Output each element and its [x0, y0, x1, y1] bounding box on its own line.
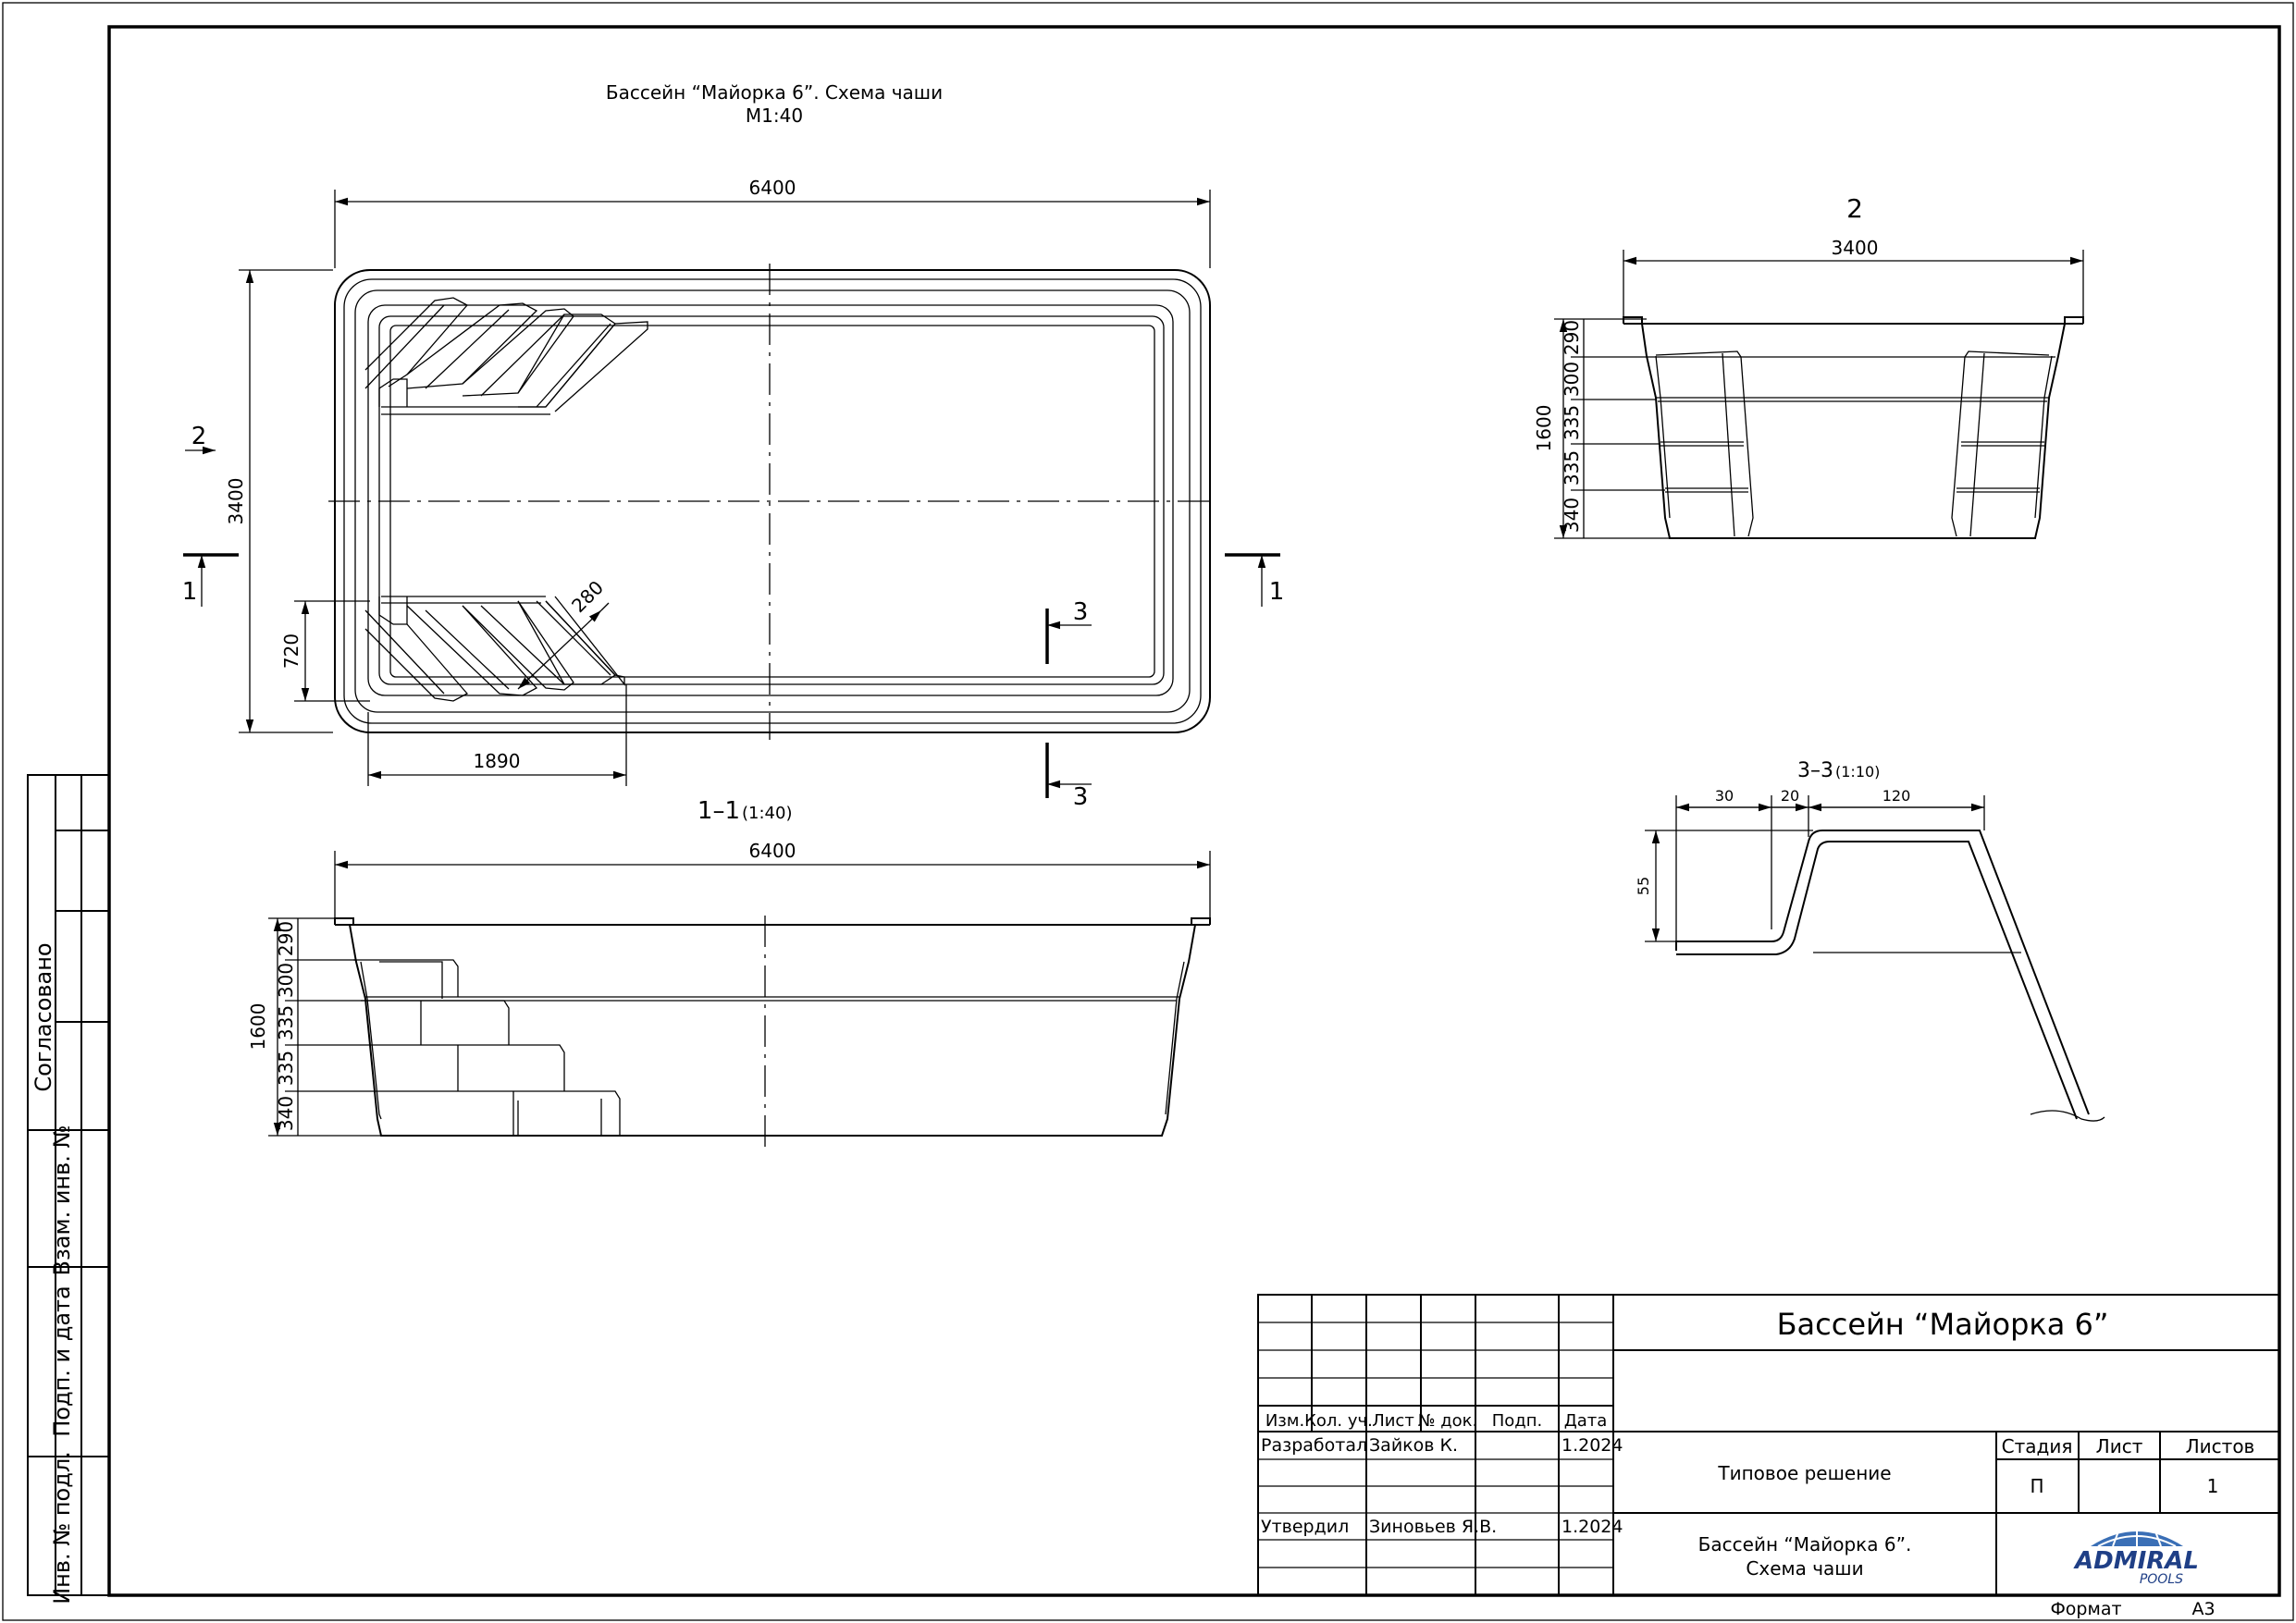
- tb-header-count: Кол. уч.: [1304, 1411, 1373, 1431]
- plan-dim-width: 3400: [225, 269, 333, 733]
- end-step-height-4: 335: [1561, 450, 1583, 486]
- section-step-height-5: 340: [275, 1096, 297, 1131]
- section-1-1-dim-depths: 1600 290 300 335 335 340: [247, 917, 463, 1137]
- tb-approved-name: Зиновьев Я.В.: [1369, 1517, 1497, 1537]
- end-width-label: 3400: [1832, 237, 1879, 259]
- side-stamp: Согласовано Взам. инв. № Подп. и дата Ин…: [27, 774, 110, 1605]
- section-3-3: 3–3 (1:10) 30 20 120 55: [1635, 759, 2105, 1122]
- tb-format-value: А3: [2191, 1599, 2215, 1619]
- section-1-1-label: 1–1: [697, 797, 740, 825]
- cut-mark-3-bottom-label: 3: [1073, 783, 1089, 811]
- drawing-title-line2: М1:40: [746, 105, 803, 127]
- tb-developed-name: Зайков К.: [1369, 1435, 1458, 1456]
- tb-stage-value: П: [2030, 1475, 2043, 1497]
- end-step-height-5: 340: [1561, 498, 1583, 533]
- tb-format-label: Формат: [2050, 1599, 2121, 1619]
- tb-header-date: Дата: [1564, 1411, 1608, 1431]
- title-block: Изм. Кол. уч. Лист № док. Подп. Дата Раз…: [1257, 1294, 2280, 1619]
- section-step-height-3: 335: [275, 1005, 297, 1040]
- section-2-label: 2: [1846, 193, 1863, 224]
- tb-approved-label: Утвердил: [1261, 1517, 1349, 1537]
- detail-dim-h: 55: [1635, 877, 1652, 895]
- cut-mark-2-label: 2: [191, 423, 207, 450]
- section-step-height-1: 290: [275, 921, 297, 956]
- section-2: 2 3400: [1533, 193, 2084, 539]
- logo-main-text: ADMIRAL: [2073, 1547, 2199, 1575]
- section-1-1-dim-length: 6400: [334, 840, 1211, 917]
- end-step-height-2: 300: [1561, 362, 1583, 397]
- section-2-dim-width: 3400: [1623, 237, 2084, 316]
- plan-dim-step-depth: 280: [517, 576, 610, 690]
- drawing-title: Бассейн “Майорка 6”. Схема чаши М1:40: [606, 81, 943, 127]
- tb-header-doc: № док.: [1418, 1411, 1478, 1431]
- tb-project-title: Бассейн “Майорка 6”: [1777, 1307, 2109, 1342]
- section-1-1-scale: (1:40): [742, 804, 792, 823]
- cut-mark-3-top: 3: [1045, 598, 1092, 664]
- cut-mark-3-top-label: 3: [1073, 598, 1089, 626]
- cut-mark-1-left-label: 1: [182, 578, 198, 606]
- detail-dim-a: 30: [1715, 787, 1734, 805]
- section-3-3-scale: (1:10): [1835, 763, 1880, 781]
- section-3-3-dims: 30 20 120 55: [1635, 787, 1985, 942]
- section-length-label: 6400: [749, 840, 796, 862]
- end-step-height-3: 335: [1561, 405, 1583, 440]
- plan-length-label: 6400: [749, 177, 796, 199]
- plan-view: 6400 3400 720 1890 280: [182, 177, 1285, 811]
- section-2-dim-depths: 1600 290 300 335 335 340: [1533, 318, 1670, 539]
- tb-sheet-label: Лист: [2096, 1435, 2143, 1457]
- plan-step-length-label: 1890: [474, 750, 521, 772]
- cut-mark-1-left: 1: [182, 553, 239, 607]
- plan-dim-step-width: 720: [280, 600, 370, 702]
- side-stamp-inv-original: Инв. № подл.: [49, 1451, 75, 1605]
- detail-dim-b: 20: [1781, 787, 1799, 805]
- cut-mark-2: 2: [185, 423, 216, 455]
- section-depth-total-label: 1600: [247, 1003, 269, 1051]
- plan-dim-step-length: 1890: [367, 684, 627, 786]
- tb-header-sheet: Лист: [1372, 1411, 1414, 1431]
- section-step-height-2: 300: [275, 963, 297, 998]
- tb-sheet-title-line2: Схема чаши: [1746, 1557, 1863, 1580]
- cut-mark-3-bottom: 3: [1045, 743, 1092, 811]
- tb-sheets-value: 1: [2207, 1475, 2219, 1497]
- tb-sheets-label: Листов: [2186, 1435, 2255, 1457]
- tb-developed-label: Разработал: [1261, 1435, 1367, 1456]
- plan-width-label: 3400: [225, 478, 247, 525]
- tb-header-change: Изм.: [1265, 1411, 1304, 1431]
- plan-upper-steps: [364, 297, 648, 415]
- tb-developed-date: 1.2024: [1562, 1435, 1623, 1456]
- side-stamp-inv-exchange: Взам. инв. №: [49, 1125, 75, 1276]
- tb-sheet-title-line1: Бассейн “Майорка 6”.: [1698, 1533, 1912, 1555]
- logo-sub-text: POOLS: [2140, 1572, 2183, 1587]
- cut-mark-1-right: 1: [1225, 553, 1285, 607]
- end-step-height-1: 290: [1561, 320, 1583, 355]
- side-stamp-agreed: Согласовано: [31, 942, 56, 1091]
- tb-solution-type: Типовое решение: [1717, 1462, 1891, 1484]
- section-1-1-steps: [353, 959, 621, 1136]
- end-depth-total-label: 1600: [1533, 405, 1555, 452]
- side-stamp-sign-date: Подп. и дата: [49, 1285, 75, 1437]
- tb-approved-date: 1.2024: [1562, 1517, 1623, 1537]
- section-3-3-label: 3–3: [1797, 759, 1833, 782]
- plan-step-width-label: 720: [280, 633, 302, 669]
- tb-stage-label: Стадия: [2002, 1435, 2073, 1457]
- section-1-1: 1–1 (1:40) 6400: [247, 797, 1211, 1147]
- section-step-height-4: 335: [275, 1051, 297, 1086]
- admiral-pools-logo: ADMIRAL POOLS: [2073, 1528, 2199, 1587]
- plan-dim-length: 6400: [334, 177, 1211, 268]
- detail-dim-c: 120: [1882, 787, 1911, 805]
- cut-mark-1-right-label: 1: [1269, 578, 1285, 606]
- tb-header-sign: Подп.: [1492, 1411, 1542, 1431]
- drawing-title-line1: Бассейн “Майорка 6”. Схема чаши: [606, 81, 943, 104]
